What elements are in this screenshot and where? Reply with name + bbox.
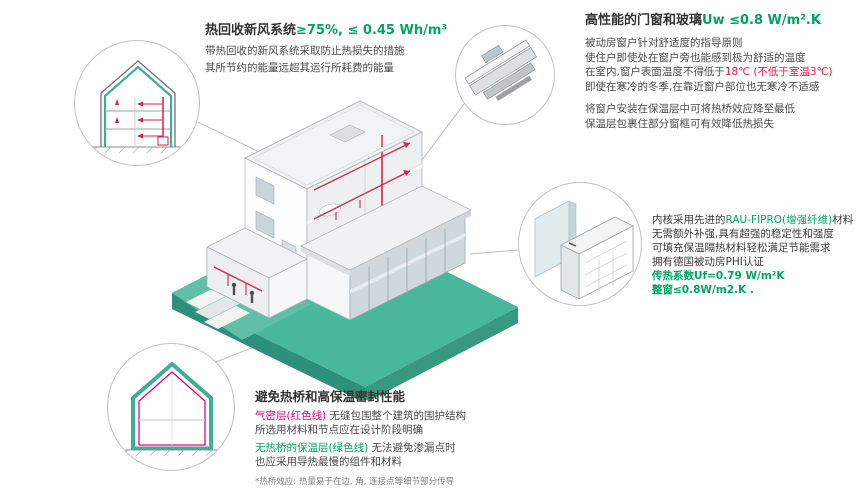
windows-line-1: 被动房窗户针对舒适度的指导原则 <box>585 37 743 49</box>
thermal-footnote: *热桥效应: 热量易于在边, 角, 连接点等细节部分传导 <box>255 477 455 487</box>
profile-line-1: 内核采用先进的RAU-FIPRO(增强纤维)材料 <box>652 213 864 227</box>
profile-uf-value: 传热系数Uf=0.79 W/m²K <box>652 270 785 282</box>
connector-profile <box>469 249 519 255</box>
hrv-cross-section-bubble <box>74 40 200 166</box>
window-section-illustration <box>464 39 538 102</box>
thermal-line-2: 所选用材料和节点应在设计阶段明确 <box>255 423 423 436</box>
hrv-body-line-1: 带热回收的新风系统采取防止热损失的措施 <box>205 45 405 57</box>
profile-line-4: 拥有德国被动房PHI认证 <box>652 256 764 268</box>
profile-uw-value: 整窗≤0.8W/m2.K . <box>652 284 754 296</box>
thermal-section-text: 避免热桥和高保温密封性能 气密层(红色线) 无缝包围整个建筑的围护结构 所选用材… <box>255 388 595 487</box>
thermal-line-1-text: 无缝包围整个建筑的围护结构 <box>326 410 467 422</box>
insulation-layer-label: 无热桥的保温层(绿色线) <box>255 442 369 454</box>
windows-line-3: 在室内,窗户表面温度不得低于18℃ (不低于室温3℃) <box>585 65 860 80</box>
thermal-title: 避免热桥和高保温密封性能 <box>255 389 406 404</box>
profile-line-1-material: RAU-FIPRO(增强纤维) <box>725 214 833 226</box>
profile-chambers <box>584 240 628 293</box>
insulation-line <box>103 65 173 147</box>
windows-line-3-pre: 在室内,窗户表面温度不得低于 <box>585 66 725 78</box>
envelope-section-illustration <box>118 361 226 457</box>
thermal-line-3-text: 无法避免渗漏点时 <box>368 442 456 454</box>
hrv-house-section-illustration <box>87 60 189 154</box>
window-profile-illustration <box>534 200 634 300</box>
connector-window-detail <box>421 103 465 161</box>
windows-title: 高性能的门窗和玻璃Uw ≤0.8 W/m².K <box>585 12 860 29</box>
profile-section-text: 内核采用先进的RAU-FIPRO(增强纤维)材料 无需额外补强,具有超强的稳定性… <box>652 213 864 297</box>
windows-title-value: Uw ≤0.8 W/m².K <box>702 13 821 28</box>
right-glass-wing <box>300 185 472 321</box>
hrv-title-label: 热回收新风系统 <box>205 23 297 38</box>
windows-line-6: 保温层包裹住部分窗框可有效降低热损失 <box>585 117 774 130</box>
left-annex <box>206 227 308 319</box>
thermal-line-3: 无热桥的保温层(绿色线) 无法避免渗漏点时 <box>255 442 595 456</box>
profile-line-3: 可填充保温隔热材料轻松满足节能需求 <box>652 242 831 254</box>
ground-hatch <box>121 449 213 457</box>
hrv-title: 热回收新风系统≥75%, ≤ 0.45 Wh/m³ <box>205 22 515 39</box>
airtight-layer-red <box>138 371 206 446</box>
hrv-section-text: 热回收新风系统≥75%, ≤ 0.45 Wh/m³ 带热回收的新风系统采取防止热… <box>205 22 515 75</box>
windows-line-4: 即使在寒冷的冬季,在靠近窗户部位也无寒冷不适感 <box>585 80 820 93</box>
profile-line-2: 无需额外补强,具有超强的稳定性和强度 <box>652 228 834 240</box>
insulation-layer-green <box>131 361 213 450</box>
window-detail-bubble <box>455 25 555 125</box>
hrv-title-value: ≥75%, ≤ 0.45 Wh/m³ <box>296 23 448 38</box>
windows-line-5: 将窗户安装在保温层中可将热桥效应降至最低 <box>585 103 795 115</box>
thermal-line-1: 气密层(红色线) 无缝包围整个建筑的围护结构 <box>255 410 595 424</box>
ground-hatch <box>90 146 182 154</box>
profile-line-1-post: 材料 <box>832 214 854 226</box>
passive-house-3d-illustration <box>172 100 518 400</box>
airflow-arrows <box>115 99 143 139</box>
windows-line-3-temp: 18℃ (不低于室温3℃) <box>724 66 833 78</box>
thermal-line-4: 也应采用导热最慢的组件和材料 <box>255 455 402 468</box>
window-profile-bubble <box>518 182 642 306</box>
windows-title-label: 高性能的门窗和玻璃 <box>585 13 703 28</box>
hrv-body-line-2: 其所节约的能量远超其运行所耗费的能量 <box>205 61 394 74</box>
windows-line-2: 使住户即使处在窗户旁也能感到极为舒适的温度 <box>585 51 806 64</box>
hrv-unit <box>157 136 169 146</box>
thermal-envelope-bubble <box>107 343 235 471</box>
human-figures <box>231 282 255 303</box>
windows-section-text: 高性能的门窗和玻璃Uw ≤0.8 W/m².K 被动房窗户针对舒适度的指导原则 … <box>585 12 860 131</box>
air-duct-lines <box>143 97 164 141</box>
airtight-layer-label: 气密层(红色线) <box>255 410 327 422</box>
profile-line-1-pre: 内核采用先进的 <box>652 214 726 226</box>
gasket <box>568 242 577 247</box>
